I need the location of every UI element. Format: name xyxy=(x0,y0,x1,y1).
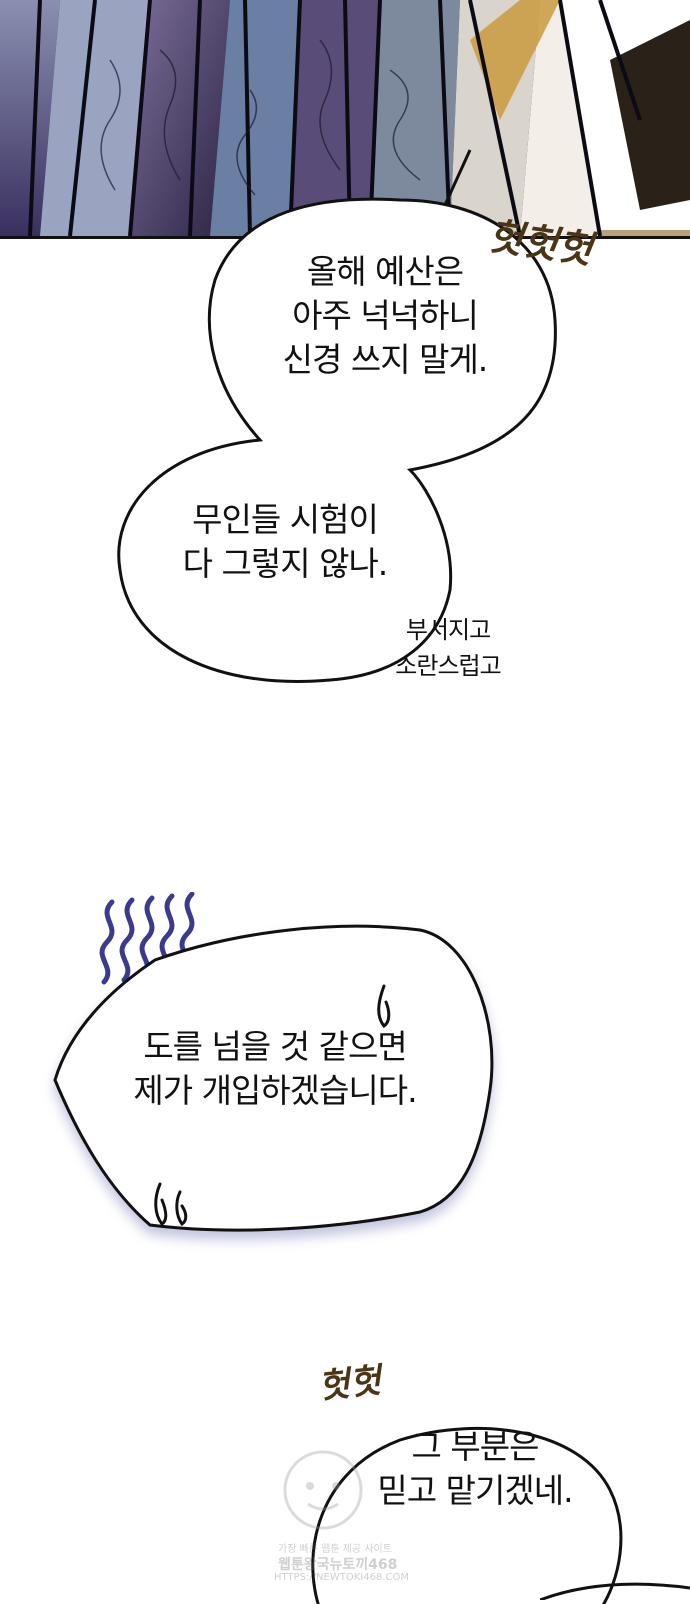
bubble-4-line-2: 믿고 맡기겠네. xyxy=(377,1471,573,1510)
bubble-2-line-1: 무인들 시험이 xyxy=(192,500,379,539)
panel-artwork xyxy=(0,0,690,239)
bubble-1-line-3: 신경 쓰지 말게. xyxy=(282,340,489,379)
bubble-4-line-1: 그 부분은 xyxy=(411,1427,540,1466)
sweat-drop-icon xyxy=(150,1180,200,1230)
bubble-text-3: 도를 넘을 것 같으면 제가 개입하겠습니다. xyxy=(80,1025,470,1113)
bubble-text-1: 올해 예산은 아주 넉넉하니 신경 쓰지 말게. xyxy=(230,250,540,382)
laugh-sfx-bottom: 헛헛 xyxy=(316,1360,383,1408)
watermark-line-2: 웹툰왕국뉴토끼468 xyxy=(278,1557,398,1573)
watermark-mascot xyxy=(283,1450,363,1530)
watermark: 가장 빠른 웹툰 제공 사이트 웹툰왕국뉴토끼468 HTTPS://NEWTO… xyxy=(268,1440,418,1600)
speech-bubble-4: 그 부분은 믿고 맡기겠네. xyxy=(0,1380,690,1604)
aside-line-2: 소란스럽고 xyxy=(395,652,501,680)
bubble-1-line-2: 아주 넉넉하니 xyxy=(292,296,479,335)
watermark-line-1: 가장 빠른 웹툰 제공 사이트 xyxy=(278,1544,392,1555)
aside-text: 부서지고 소란스럽고 xyxy=(378,612,518,684)
bubble-1-line-1: 올해 예산은 xyxy=(306,252,464,291)
speech-bubble-3: 도를 넘을 것 같으면 제가 개입하겠습니다. xyxy=(0,900,690,1260)
speech-bubble-1: 올해 예산은 아주 넉넉하니 신경 쓰지 말게. 무인들 시험이 다 그렇지 않… xyxy=(0,0,690,720)
aside-line-1: 부서지고 xyxy=(405,616,491,644)
watermark-line-3: HTTPS://NEWTOKI468.COM xyxy=(274,1572,409,1583)
bubble-2-line-2: 다 그렇지 않나. xyxy=(182,544,389,583)
bubble-3-line-1: 도를 넘을 것 같으면 xyxy=(143,1027,407,1066)
panel-artwork-bottom xyxy=(539,1580,690,1602)
bubble-text-2: 무인들 시험이 다 그렇지 않나. xyxy=(135,498,435,586)
sweat-drop-icon xyxy=(372,982,402,1032)
bubble-3-line-2: 제가 개입하겠습니다. xyxy=(133,1071,417,1110)
bubble-text-4: 그 부분은 믿고 맡기겠네. xyxy=(360,1425,590,1513)
